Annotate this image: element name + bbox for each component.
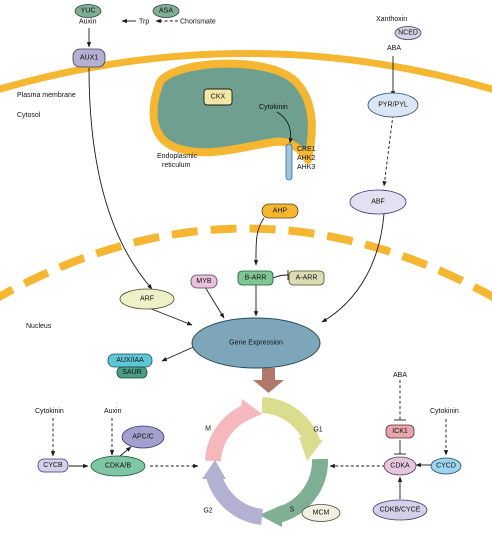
cell-cycle-ring [202,397,329,527]
svg-text:AUX1: AUX1 [80,55,98,62]
mcm-node: MCM [301,504,341,522]
saur-node: SAUR [116,366,148,379]
cre1-label: CRE1 [297,146,316,153]
cycb-node: CYCB [37,458,69,473]
xanthoxin-label: Xanthoxin [376,16,407,23]
svg-text:PYR/PYL: PYR/PYL [378,102,408,109]
aba-top-label: ABA [387,45,401,52]
phase-s-label: S [290,507,295,514]
ckx-node: CKX [203,88,233,106]
auxin-left-label: Auxin [104,408,122,415]
apc-c-node: APC/C [121,425,165,449]
phase-s-arrowhead [259,505,282,527]
svg-text:MCM: MCM [313,510,330,517]
svg-text:CYCB: CYCB [43,462,63,469]
edges [50,18,449,499]
ick1-node: ICK1 [385,424,415,439]
svg-text:B-ARR: B-ARR [245,275,267,282]
svg-text:CDKB/CYCE: CDKB/CYCE [380,507,421,514]
ahk2-label: AHK2 [297,155,315,162]
ahk3-label: AHK3 [297,164,315,171]
cycd-node: CYCD [430,457,462,475]
svg-text:ARF: ARF [140,296,154,303]
a-arr-node: A-ARR [288,270,325,286]
svg-text:ICK1: ICK1 [392,428,408,435]
gene-expression-node: Gene Expression [191,317,321,369]
svg-text:CKX: CKX [211,94,226,101]
b-arr-node: B-ARR [237,270,274,286]
phase-g1-label: G1 [313,427,322,434]
svg-text:MYB: MYB [196,278,212,285]
svg-text:ASA: ASA [159,8,173,15]
phase-s-arc [275,458,329,523]
ahp-node: AHP [261,203,299,219]
arf-node: ARF [119,288,175,310]
svg-text:ABF: ABF [371,199,385,206]
endoplasmic-reticulum [149,59,316,164]
plasma-membrane [0,50,492,93]
er-label-line-1: Endoplasmic [157,153,198,160]
svg-text:NCED: NCED [398,30,418,37]
svg-text:CDKA: CDKA [390,463,410,470]
svg-text:CDKA/B: CDKA/B [105,463,131,470]
myb-node: MYB [190,274,218,289]
svg-text:APC/C: APC/C [132,434,153,441]
phase-m-arrowhead [239,399,262,424]
er-label-line-2: reticulum [162,162,191,169]
svg-text:YUC: YUC [81,8,96,15]
phase-g1-arc [261,397,321,447]
aux1-node: AUX1 [72,48,106,68]
phase-g2-label: G2 [203,508,212,515]
nucleus-label: Nucleus [26,323,52,330]
phase-g2-arc [206,473,264,525]
cytokinin-left-label: Cytokinin [35,408,64,415]
big-down-arrow [253,368,284,393]
svg-text:CYCD: CYCD [436,463,456,470]
svg-text:Gene Expression: Gene Expression [229,340,283,347]
chorismate-label: Chorismate [180,19,216,26]
svg-text:A-ARR: A-ARR [296,275,318,282]
nuclear-envelope [0,224,492,302]
trp-label: Trp [139,19,149,26]
cytokinin-right-label: Cytokinin [430,408,459,415]
nced-node: NCED [394,26,422,40]
plasma-membrane-label: Plasma membrane [17,92,76,99]
svg-text:AHP: AHP [273,208,288,215]
phase-m-label: M [205,426,211,433]
yuc-node: YUC [74,4,102,18]
phase-g1-arrowhead [299,437,323,461]
pyr-pyl-node: PYR/PYL [367,92,419,118]
auxin-top-label: Auxin [79,19,97,26]
cytokinin-receptor [285,143,293,181]
cdka-node: CDKA [383,456,417,476]
phase-g2-arrowhead [202,460,226,479]
cdkb-cyce-node: CDKB/CYCE [372,499,428,521]
cdka-b-node: CDKA/B [90,455,146,477]
asa-node: ASA [152,4,180,18]
abf-node: ABF [349,189,407,215]
cytosol-label: Cytosol [17,112,41,119]
cytokinin-er-label: Cytokinin [259,104,288,111]
aba-right-label: ABA [393,372,407,379]
svg-text:AUX/IAA: AUX/IAA [116,357,144,364]
svg-text:SAUR: SAUR [122,369,141,376]
aux-iaa-node: AUX/IAA [107,353,153,368]
